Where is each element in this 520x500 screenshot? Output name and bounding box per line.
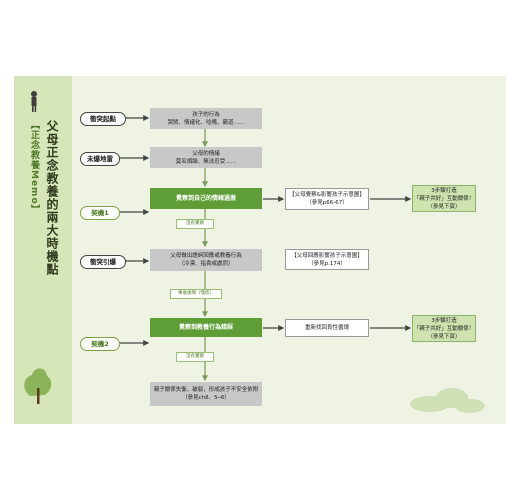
sidebar-title: 父母正念教養的兩大時機點	[45, 120, 59, 276]
box-ref1: 【父母覺察&影響孩子示意圖】（參見p66-67）	[285, 188, 369, 210]
label-unexploded: 未爆地雷	[80, 152, 120, 166]
box-outcome: 親子關係失衡、破裂，形成孩子不安全依附（參見ch8、5─6）	[150, 382, 262, 406]
sidebar	[14, 76, 72, 424]
tag-hurt: 事後後悔（愧疚）	[170, 289, 222, 299]
box-parent-react: 父母做出語詞回應或教養行為（冷漠、指責或處罰）	[150, 249, 262, 271]
tag-no-aware1: 沒有覺察	[176, 219, 214, 229]
box-steps1: 3步驟打造「親子共好」互動關係！（參見下頁）	[412, 185, 476, 212]
box-child-behavior: 孩子的行為哭鬧、情緒化、唸嘴、霸道……	[150, 108, 262, 129]
person-icon	[31, 91, 37, 112]
box-aware-behavior: 覺察到教養行為錯誤	[150, 318, 262, 337]
box-repair: 重新找回良性循環	[285, 319, 369, 337]
tree-icon	[24, 368, 52, 404]
label-conflict-trigger: 衝突引爆	[80, 255, 126, 269]
sidebar-subtitle: 【正念教養Memo】	[29, 120, 39, 215]
label-chance1: 契機1	[80, 206, 120, 220]
box-ref2: 【父母回應影響孩子示意圖】（參見p.174）	[285, 249, 369, 270]
label-conflict-start: 衝突起點	[80, 112, 126, 126]
box-aware-emotion: 覺察到自己的情緒過激	[150, 188, 262, 209]
box-parent-emotion: 父母的情緒莫名煩躁、無法忍受……	[150, 147, 262, 168]
box-steps2: 3步驟打造「親子共好」互動關係！（參見下頁）	[412, 315, 476, 342]
tag-no-aware2: 沒有覺察	[176, 352, 214, 362]
bush-icon	[410, 388, 485, 413]
label-chance2: 契機2	[80, 337, 120, 351]
